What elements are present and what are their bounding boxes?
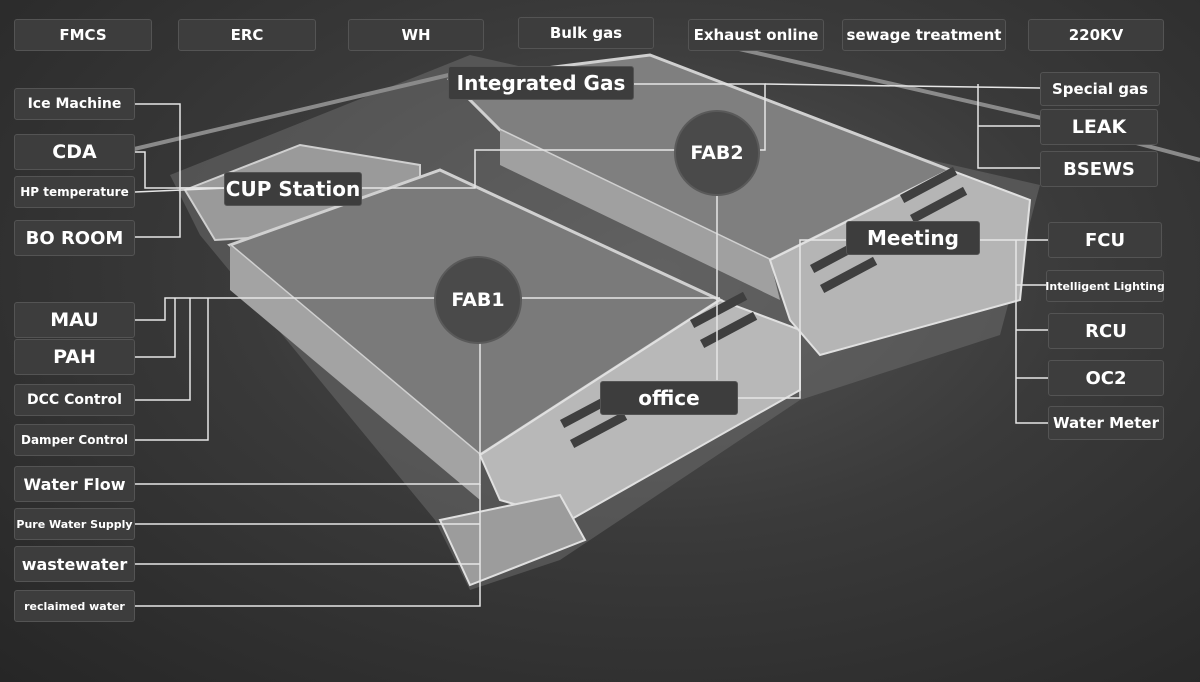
left-damper-control[interactable]: Damper Control [14, 424, 135, 456]
connector-lines [134, 83, 1048, 607]
fab2-side [500, 130, 780, 300]
left-mau[interactable]: MAU [14, 302, 135, 338]
right-intelligent-lighting[interactable]: Intelligent Lighting [1045, 270, 1165, 302]
left-pah[interactable]: PAH [14, 339, 135, 375]
right-oc2[interactable]: OC2 [1048, 360, 1164, 396]
area-office[interactable]: office [600, 381, 738, 415]
top-tab-220kv[interactable]: 220KV [1028, 19, 1164, 51]
left-pure-water-supply[interactable]: Pure Water Supply [14, 508, 135, 540]
right-special-gas[interactable]: Special gas [1040, 72, 1160, 106]
area-fab2[interactable]: FAB2 [674, 110, 760, 196]
left-water-flow[interactable]: Water Flow [14, 466, 135, 502]
right-fcu[interactable]: FCU [1048, 222, 1162, 258]
left-hp-temperature[interactable]: HP temperature [14, 176, 135, 208]
area-integrated-gas[interactable]: Integrated Gas [448, 66, 634, 100]
top-tab-bulk-gas[interactable]: Bulk gas [518, 17, 654, 49]
area-meeting[interactable]: Meeting [846, 221, 980, 255]
right-leak[interactable]: LEAK [1040, 109, 1158, 145]
top-tab-fmcs[interactable]: FMCS [14, 19, 152, 51]
road-left [129, 68, 471, 152]
left-reclaimed-water[interactable]: reclaimed water [14, 590, 135, 622]
left-ice-machine[interactable]: Ice Machine [14, 88, 135, 120]
right-rcu[interactable]: RCU [1048, 313, 1164, 349]
left-cda[interactable]: CDA [14, 134, 135, 170]
top-tab-sewage-treatment[interactable]: sewage treatment [842, 19, 1006, 51]
top-tab-erc[interactable]: ERC [178, 19, 316, 51]
left-bo-room[interactable]: BO ROOM [14, 220, 135, 256]
area-cup-station[interactable]: CUP Station [224, 172, 362, 206]
area-fab1[interactable]: FAB1 [434, 256, 522, 344]
top-tab-wh[interactable]: WH [348, 19, 484, 51]
left-dcc-control[interactable]: DCC Control [14, 384, 135, 416]
top-tab-exhaust-online[interactable]: Exhaust online [688, 19, 824, 51]
right-bsews[interactable]: BSEWS [1040, 151, 1158, 187]
right-water-meter[interactable]: Water Meter [1048, 406, 1164, 440]
left-wastewater[interactable]: wastewater [14, 546, 135, 582]
fab1-side [230, 245, 480, 500]
